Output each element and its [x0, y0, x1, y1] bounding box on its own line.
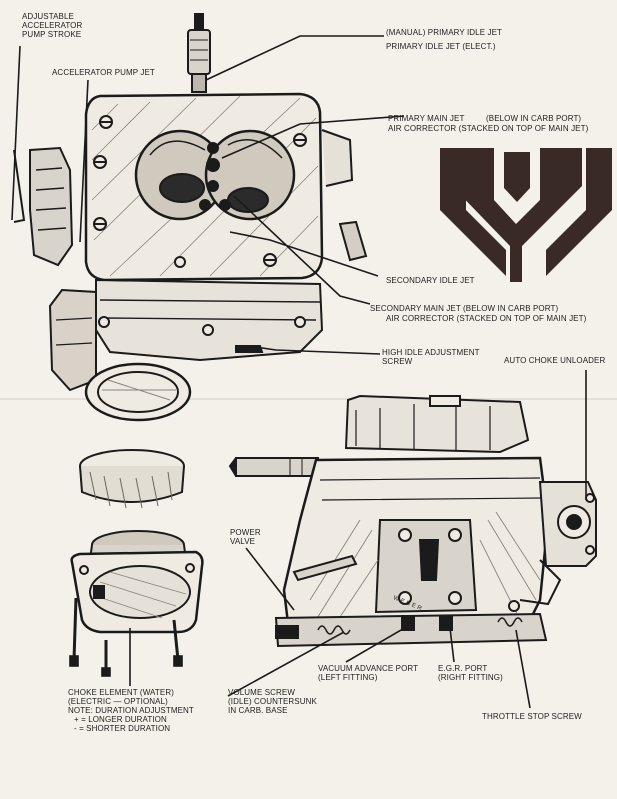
label-below-in-carb-port: (BELOW IN CARB PORT) — [486, 114, 582, 123]
label-choke-element: CHOKE ELEMENT (WATER) (ELECTRIC — OPTION… — [68, 688, 194, 733]
label-high-idle-screw: HIGH IDLE ADJUSTMENT SCREW — [382, 348, 480, 366]
label-elect-primary-idle-jet: PRIMARY IDLE JET (ELECT.) — [386, 42, 496, 51]
label-volume-screw: VOLUME SCREW (IDLE) COUNTERSUNK IN CARB.… — [228, 688, 317, 715]
brand-logo-mark — [440, 148, 612, 282]
label-secondary-idle-jet: SECONDARY IDLE JET — [386, 276, 475, 285]
label-accelerator-pump-jet: ACCELERATOR PUMP JET — [52, 68, 155, 77]
label-auto-choke-unloader: AUTO CHOKE UNLOADER — [504, 356, 606, 365]
label-throttle-stop-screw: THROTTLE STOP SCREW — [482, 712, 582, 721]
paper-fold — [0, 398, 617, 400]
label-secondary-main-jet: SECONDARY MAIN JET (BELOW IN CARB PORT) — [370, 304, 559, 313]
label-primary-main-jet: PRIMARY MAIN JET — [388, 114, 465, 123]
leader-lines — [11, 35, 587, 709]
label-air-corrector-secondary: AIR CORRECTOR (STACKED ON TOP OF MAIN JE… — [386, 314, 587, 323]
label-air-corrector-primary: AIR CORRECTOR (STACKED ON TOP OF MAIN JE… — [388, 124, 589, 133]
label-manual-primary-idle-jet: (MANUAL) PRIMARY IDLE JET — [386, 28, 503, 37]
label-egr-port: E.G.R. PORT (RIGHT FITTING) — [438, 664, 503, 682]
choke-housing-cover — [70, 530, 204, 634]
side-carb-body — [228, 394, 597, 648]
label-power-valve: POWER VALVE — [230, 528, 261, 546]
label-adjustable-pump-stroke: ADJUSTABLE ACCELERATOR PUMP STROKE — [22, 12, 83, 39]
choke-gasket-ring — [79, 449, 185, 509]
choke-screws — [69, 597, 183, 677]
label-vacuum-advance-port: VACUUM ADVANCE PORT (LEFT FITTING) — [318, 664, 419, 682]
